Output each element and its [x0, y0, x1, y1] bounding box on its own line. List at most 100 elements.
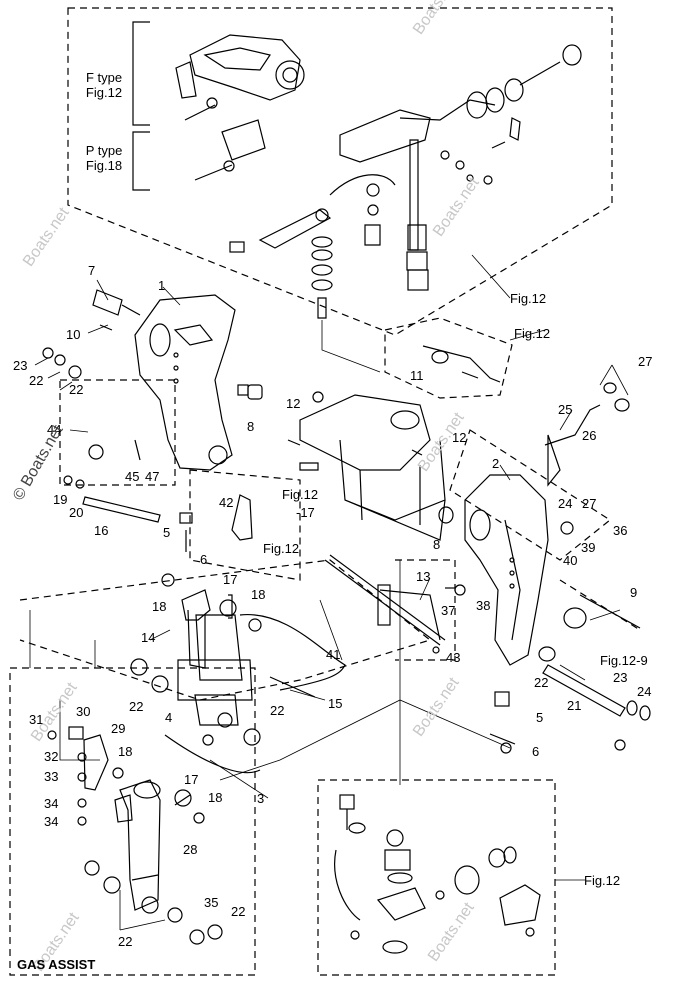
callout: 20 [69, 505, 84, 520]
callout: 47 [145, 469, 160, 484]
group-outlines [9, 7, 641, 976]
callout: 7 [88, 263, 96, 278]
callout: 31 [29, 712, 44, 727]
callout: 40 [563, 553, 578, 568]
callout: 38 [476, 598, 491, 613]
callout: 25 [558, 402, 573, 417]
fig-ref: Fig.12 [514, 326, 551, 341]
callout: 26 [582, 428, 597, 443]
callout: 28 [183, 842, 198, 857]
fig-ref: Fig.12 [584, 873, 621, 888]
callout: 11 [410, 368, 424, 383]
callout: 24 [558, 496, 573, 511]
callout: 16 [94, 523, 109, 538]
clamp-bracket-right [464, 474, 549, 666]
p-type-label: P type Fig.18 [85, 143, 123, 173]
callout: 22 [534, 675, 549, 690]
mid-rod-outline [189, 469, 301, 581]
trim-rod-assembly [339, 109, 431, 163]
callout: 23 [13, 358, 28, 373]
callout: 17 [184, 772, 199, 787]
fig12-detail-parts [334, 794, 541, 954]
callout: 6 [200, 552, 208, 567]
callout: 19 [53, 492, 68, 507]
callout: 34 [44, 796, 59, 811]
center-group-outline [19, 559, 432, 701]
callout: 27 [582, 496, 597, 511]
top-assembly-parts [175, 34, 582, 319]
small-hardware [42, 289, 651, 754]
callout: 33 [44, 769, 59, 784]
fig-minus-ref: -17 [296, 505, 315, 520]
callout: 1 [158, 278, 166, 293]
callout: 21 [567, 698, 582, 713]
callout: 13 [416, 569, 431, 584]
callout: 37 [441, 603, 456, 618]
callout: 2 [492, 456, 500, 471]
callout: 3 [257, 791, 265, 806]
callout: 22 [270, 703, 285, 718]
trim-tilt-cylinder [130, 589, 346, 774]
gas-assist-parts [47, 726, 223, 945]
callout: 42 [219, 495, 234, 510]
callout: 39 [581, 540, 596, 555]
callout: 6 [532, 744, 540, 759]
fig12-9-outline [559, 579, 641, 631]
clamp-bracket-left [134, 294, 236, 471]
top-assembly-outline [67, 7, 613, 336]
callout: 22 [129, 699, 144, 714]
callout: 35 [204, 895, 219, 910]
callout: 5 [163, 525, 171, 540]
type-brackets [132, 21, 150, 191]
callout: 41 [326, 647, 341, 662]
steering-outline [449, 429, 612, 561]
callout: 30 [76, 704, 91, 719]
lower-left-outline [9, 667, 256, 976]
gas-assist-label: GAS ASSIST [17, 957, 96, 972]
fig-ref: Fig.12 [510, 291, 547, 306]
callout: 18 [118, 744, 133, 759]
callout: 36 [613, 523, 628, 538]
callout: 17 [223, 572, 238, 587]
swivel-bracket [299, 394, 446, 541]
steering-shaft [409, 139, 419, 251]
callout: 44 [47, 422, 62, 437]
gas-cylinder [119, 779, 161, 911]
callout: 43 [446, 650, 461, 665]
callout: 12 [452, 430, 467, 445]
callout: 27 [638, 354, 653, 369]
tilt-rods [82, 496, 641, 717]
callout: 18 [251, 587, 266, 602]
right-rod-outline [395, 559, 456, 661]
fig-ref: Fig.12-9 [600, 653, 648, 668]
callout: 24 [637, 684, 652, 699]
callout: 12 [286, 396, 301, 411]
bottom-right-outline [317, 779, 556, 976]
leader-lines [34, 254, 629, 931]
callout: 32 [44, 749, 59, 764]
p-type-bracket [221, 119, 266, 161]
callout: 10 [66, 327, 81, 342]
callout: 18 [208, 790, 223, 805]
callout: 22 [69, 382, 84, 397]
callout: 34 [44, 814, 59, 829]
callout: 4 [165, 710, 173, 725]
callout: 45 [125, 469, 140, 484]
callout: 8 [433, 537, 441, 552]
bracket-detail-outline [59, 379, 176, 486]
callout: 5 [536, 710, 544, 725]
fig12-pipe-outline [384, 317, 513, 399]
callout: 18 [152, 599, 167, 614]
f-type-label: F type Fig.12 [85, 70, 123, 100]
callout: 22 [29, 373, 44, 388]
callout: 14 [141, 630, 156, 645]
fig-ref: Fig.12 [282, 487, 319, 502]
callout: 9 [630, 585, 638, 600]
callout: 22 [118, 934, 133, 949]
tilt-handle [189, 34, 301, 101]
callout: 23 [613, 670, 628, 685]
connector-lines [29, 320, 511, 785]
callout: 22 [231, 904, 246, 919]
callout: 8 [247, 419, 255, 434]
